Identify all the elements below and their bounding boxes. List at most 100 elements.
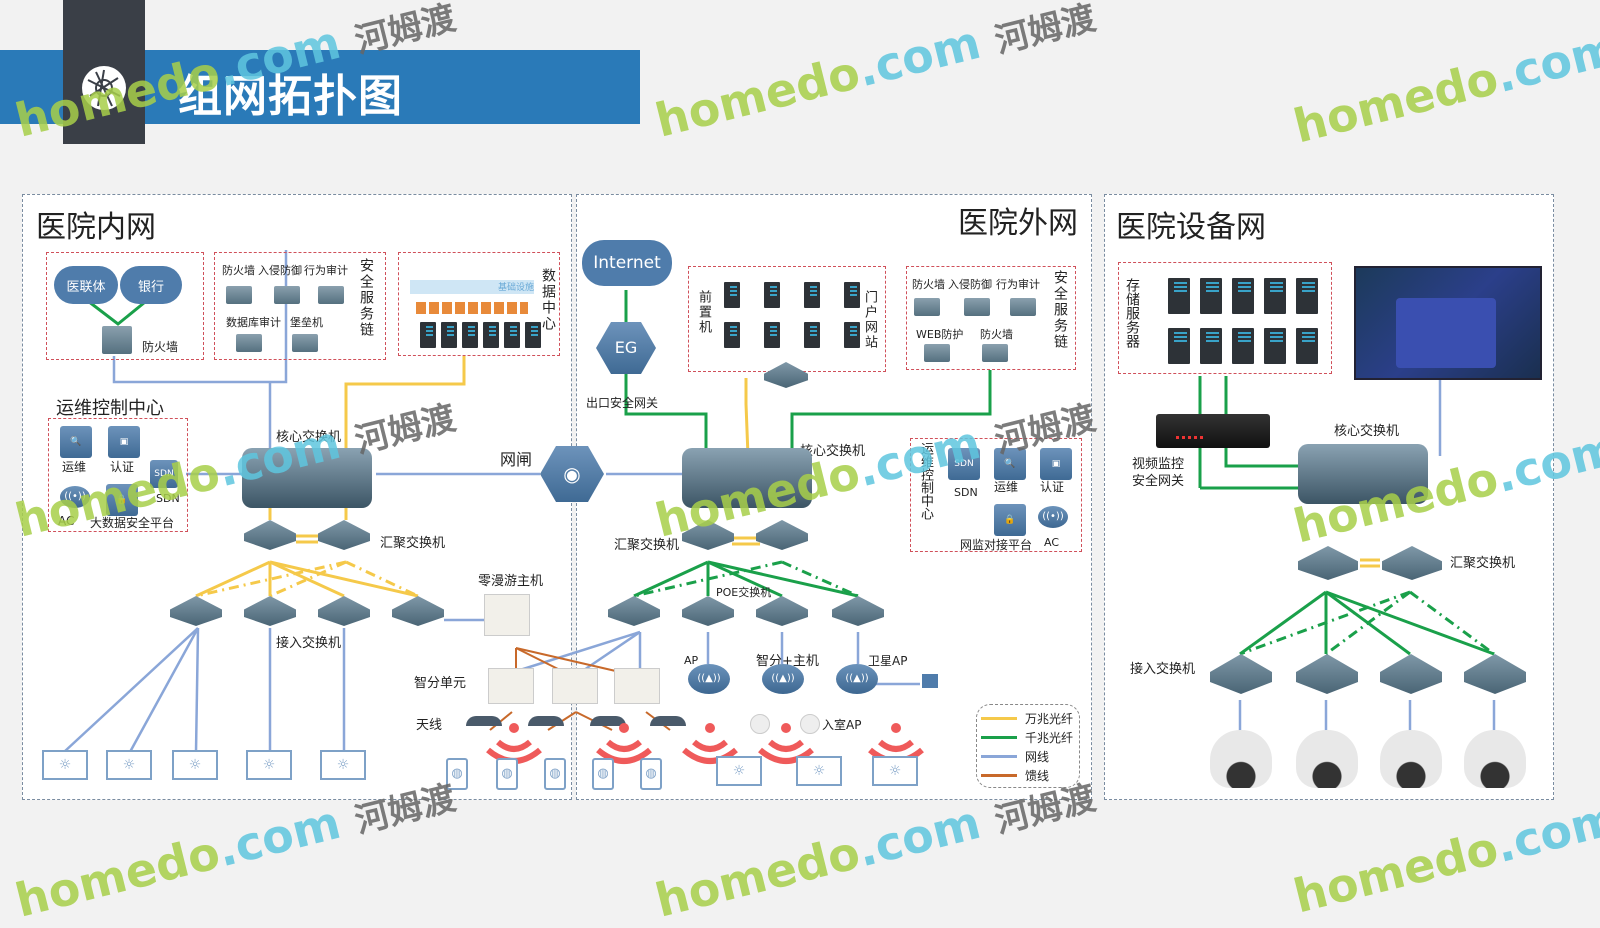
data-center-label: 数据中心 [540, 268, 556, 332]
security-chain-label: 安全服务链 [358, 258, 374, 338]
pc-icon [172, 750, 218, 780]
server-icon [764, 322, 780, 348]
server-icon [764, 282, 780, 308]
device-core-switch-icon [1298, 444, 1428, 504]
audit-icon [318, 286, 344, 304]
legend-swatch-1g [981, 736, 1017, 739]
gatekeeper-icon: ◉ [540, 446, 604, 502]
ops-label: 运维 [994, 480, 1019, 494]
server-icon [504, 322, 520, 348]
video-gateway-label: 视频监控安全网关 [1132, 457, 1185, 489]
agg-switch-label: 汇聚交换机 [380, 536, 446, 551]
outer-ops-center-label: 运维控制中心 [918, 442, 933, 520]
antenna-label: 天线 [416, 718, 443, 733]
indoor-ap-icon [800, 714, 820, 734]
storage-box [1118, 262, 1332, 374]
frontend-label: 前置机 [696, 290, 711, 335]
storage-label: 存储服务器 [1124, 278, 1140, 348]
antenna-icon [528, 716, 564, 726]
indoor-ap-label: 入室AP [822, 718, 862, 732]
cloud-label: 医联体 [66, 279, 106, 295]
ap-label: AP [684, 654, 699, 667]
pc-icon [320, 750, 366, 780]
internet-cloud: Internet [582, 240, 672, 286]
sec-label-firewall: 防火墙 [912, 278, 945, 291]
security-chain-box [214, 252, 386, 360]
smart-unit-label: 智分单元 [414, 676, 467, 691]
antenna-icon [466, 716, 502, 726]
outer-agg-switch-label: 汇聚交换机 [614, 538, 680, 553]
data-center-box [398, 252, 560, 356]
indoor-ap-icon [750, 714, 770, 734]
storage-servers [1168, 278, 1318, 364]
server-icon [1232, 328, 1254, 364]
legend-item: 千兆光纤 [981, 728, 1079, 747]
wifi-signal-icon [596, 723, 652, 764]
device-access-switch-label: 接入交换机 [1130, 662, 1196, 677]
cloud-medical-alliance: 医联体 [54, 266, 118, 304]
firewall-icon [226, 286, 252, 304]
legend-label: 万兆光纤 [1025, 712, 1074, 726]
legend-item: 网线 [981, 747, 1079, 766]
mobile-device-icon: ◍ [496, 758, 518, 790]
led-lights [1176, 436, 1206, 439]
server-icon [1200, 278, 1222, 314]
bigdata-icon: 🔒 [106, 484, 138, 516]
eg-label: EG [614, 338, 638, 357]
mobile-device-icon: ◍ [592, 758, 614, 790]
server-icon [1296, 328, 1318, 364]
ops-icon: 🔍 [994, 448, 1026, 480]
server-icon [844, 282, 860, 308]
wifi-signals [486, 723, 924, 764]
sdn-icon: SDN [948, 448, 980, 480]
auth-label: 认证 [1040, 480, 1065, 494]
dashboard-map [1396, 298, 1496, 368]
server-icon [1264, 278, 1286, 314]
antenna-icon [650, 716, 686, 726]
outer-security-chain-label: 安全服务链 [1052, 270, 1068, 350]
storage-row [416, 302, 528, 314]
ips-icon [964, 298, 990, 316]
wifi-signal-icon [682, 723, 738, 764]
smart-unit-icon [552, 668, 598, 704]
sdn-label: SDN [954, 486, 978, 499]
firewall-label: 防火墙 [142, 340, 179, 354]
video-gateway-icon [1156, 414, 1270, 448]
ops-icon: 🔍 [60, 426, 92, 458]
ap-icon: ((▲)) [688, 664, 730, 694]
portal-label: 门户网站 [862, 290, 877, 350]
device-network-title: 医院设备网 [1116, 210, 1266, 245]
server-icon [1168, 278, 1190, 314]
server-icon [724, 322, 740, 348]
sec-label-ips: 入侵防御 [948, 278, 992, 291]
auth-label: 认证 [110, 460, 135, 474]
legend: 万兆光纤 千兆光纤 网线 馈线 [976, 704, 1080, 788]
outer-security-chain-box [906, 266, 1076, 370]
terminals-row [410, 258, 534, 272]
pc-icon [716, 756, 762, 786]
smart-unit-icon [488, 668, 534, 704]
mobile-device-icon: ◍ [640, 758, 662, 790]
ac-icon: ((•)) [60, 486, 90, 508]
infrastructure-band: 基础设施 [410, 280, 534, 294]
outer-core-switch-label: 核心交换机 [800, 444, 866, 459]
server-icon [525, 322, 541, 348]
server-icon [1264, 328, 1286, 364]
ac-label: AC [58, 514, 75, 528]
sec-label-firewall: 防火墙 [222, 264, 255, 277]
server-icon [483, 322, 499, 348]
server-icon [1200, 328, 1222, 364]
sec-label-ips: 入侵防御 [258, 264, 302, 277]
panel-outer-network [576, 194, 1092, 800]
firewall-icon [914, 298, 940, 316]
server-icon [1232, 278, 1254, 314]
ac-icon: ((•)) [1038, 506, 1068, 528]
device-core-switch-label: 核心交换机 [1334, 424, 1400, 439]
device-agg-switch-label: 汇聚交换机 [1450, 556, 1516, 571]
pc-icon [872, 756, 918, 786]
server-icon [844, 322, 860, 348]
access-switch-label: 接入交换机 [276, 636, 342, 651]
legend-item: 馈线 [981, 766, 1079, 785]
legend-label: 馈线 [1025, 769, 1050, 783]
gatekeeper-label: 网闸 [500, 450, 533, 469]
